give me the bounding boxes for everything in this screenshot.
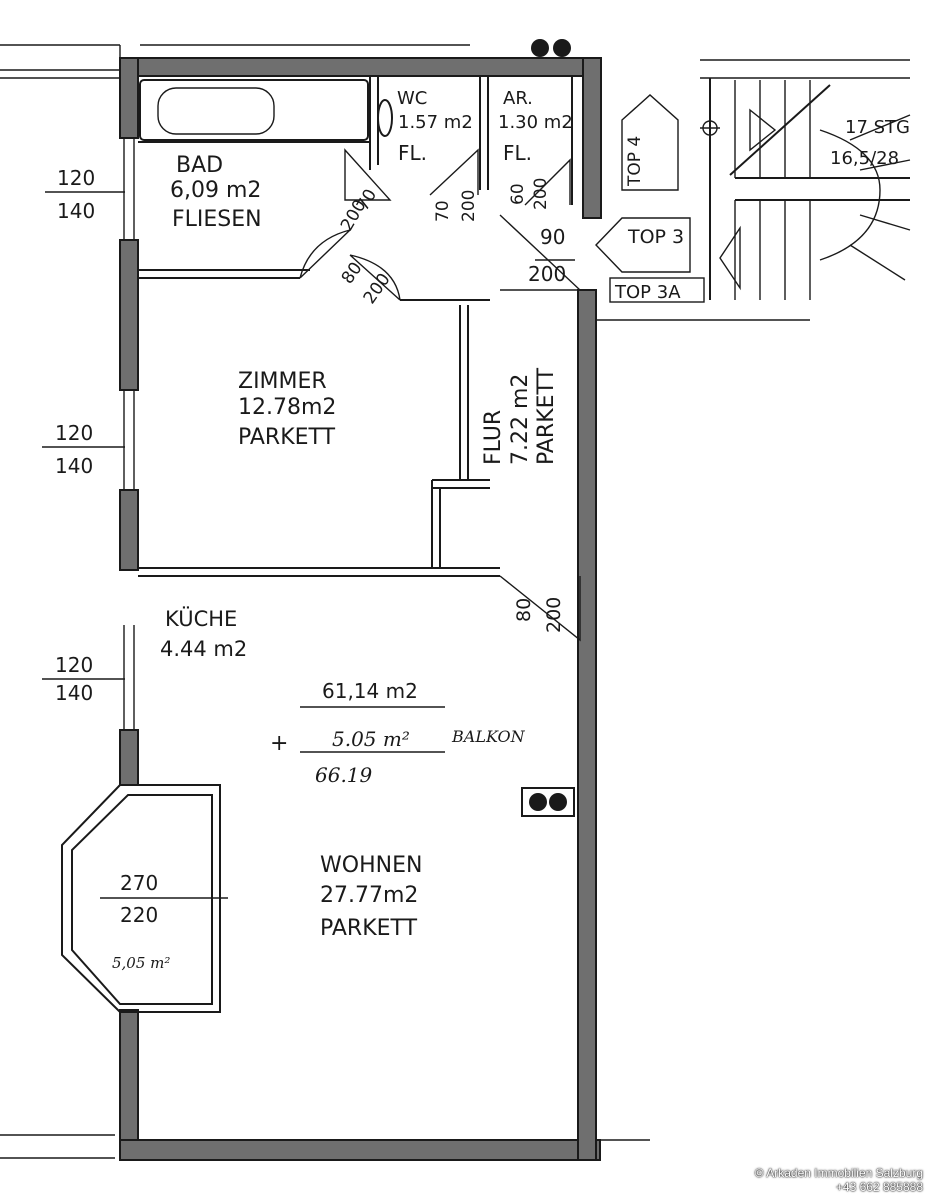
toilet-icon — [377, 99, 393, 137]
window-3-bottom: 140 — [55, 681, 93, 705]
socket-icons — [521, 39, 575, 817]
window-2-bottom: 140 — [55, 454, 93, 478]
copyright-credit: © Arkaden Immobilien Salzburg +43 662 88… — [755, 1166, 923, 1194]
room-flur-area: 7.22 m2 — [508, 374, 533, 465]
calc-line-1: 61,14 m2 — [322, 679, 418, 703]
bathtub — [139, 79, 369, 141]
room-zimmer-floor: PARKETT — [238, 425, 336, 450]
window-2-top: 120 — [55, 421, 93, 445]
balcony-door-bottom: 220 — [120, 903, 158, 927]
room-wc-area: 1.57 m2 — [398, 112, 473, 133]
room-ar-name: AR. — [503, 88, 533, 109]
door-entry-h: 200 — [528, 262, 566, 286]
room-flur-floor: PARKETT — [534, 367, 559, 465]
calc-balkon-label: BALKON — [451, 727, 526, 746]
window-1-top: 120 — [57, 166, 95, 190]
exterior-walls — [119, 57, 602, 1161]
door-zimmer-w: 80 — [338, 259, 367, 288]
room-wc-name: WC — [397, 88, 427, 109]
neighbor-top3a: TOP 3A — [614, 282, 681, 303]
room-wohnen-area: 27.77m2 — [320, 883, 418, 908]
room-kueche-name: KÜCHE — [165, 606, 237, 631]
room-zimmer-name: ZIMMER — [238, 369, 327, 394]
room-bad-floor: FLIESEN — [172, 207, 262, 232]
room-flur-name: FLUR — [481, 410, 506, 465]
balcony-door-top: 270 — [120, 871, 158, 895]
neighbor-markers — [595, 94, 705, 303]
neighbor-top3: TOP 3 — [627, 226, 684, 248]
window-3-top: 120 — [55, 653, 93, 677]
room-zimmer-area: 12.78m2 — [238, 395, 336, 420]
staircase — [700, 78, 911, 300]
door-ar-h: 200 — [531, 178, 551, 210]
interior-walls — [138, 76, 573, 577]
room-ar-area: 1.30 m2 — [498, 112, 573, 133]
room-kueche-area: 4.44 m2 — [160, 637, 247, 661]
balkon-area: 5,05 m² — [112, 954, 170, 972]
balcony — [61, 784, 228, 1013]
window-frames — [123, 138, 135, 730]
room-wc-floor: FL. — [398, 141, 427, 165]
dimension-bars — [42, 191, 575, 753]
calc-line-2: 5.05 m² — [332, 727, 410, 751]
window-1-bottom: 140 — [57, 199, 95, 223]
room-ar-floor: FL. — [503, 141, 532, 165]
door-ar-w: 60 — [508, 183, 528, 205]
stair-ratio-label: 16,5/28 — [830, 148, 899, 169]
room-bad-name: BAD — [176, 153, 223, 178]
doors — [299, 148, 582, 642]
neighbor-top4: TOP 4 — [625, 136, 645, 187]
calc-total: 66.19 — [315, 763, 373, 787]
room-wohnen-floor: PARKETT — [320, 916, 418, 941]
calc-plus: + — [270, 731, 288, 756]
credit-line-2: +43 662 885888 — [835, 1180, 923, 1194]
door-wc-w: 70 — [433, 200, 453, 222]
door-wohnen-h: 200 — [543, 597, 565, 633]
door-wohnen-w: 80 — [513, 598, 535, 622]
room-bad-area: 6,09 m2 — [170, 178, 261, 203]
top-border-lines — [0, 44, 910, 1159]
door-wc-h: 200 — [459, 190, 479, 222]
stair-steps-label: 17 STG — [845, 117, 910, 138]
door-entry-w: 90 — [540, 225, 565, 249]
room-wohnen-name: WOHNEN — [320, 853, 422, 878]
credit-line-1: © Arkaden Immobilien Salzburg — [754, 1166, 923, 1180]
